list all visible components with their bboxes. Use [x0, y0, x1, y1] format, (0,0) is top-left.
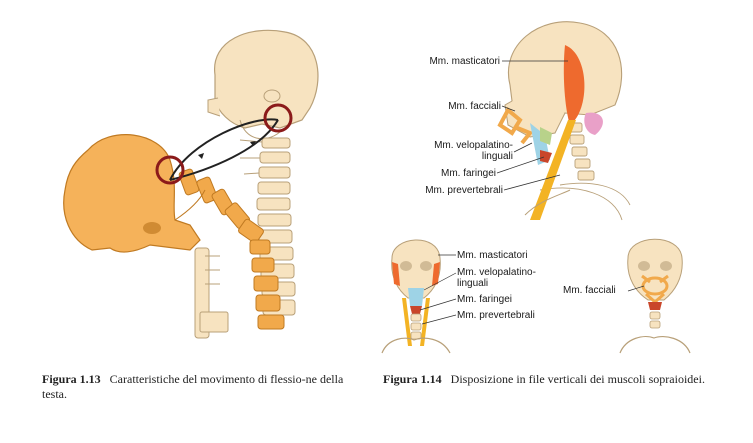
caption-figure-1-13: Figura 1.13 Caratteristiche del moviment… — [42, 372, 352, 402]
figure-1-14-text: Disposizione in file verticali dei musco… — [450, 372, 705, 386]
frontal-faringei — [410, 306, 422, 314]
masticatori-muscle — [563, 45, 585, 125]
motion-path — [155, 103, 293, 185]
figure-1-14-lateral-view — [496, 21, 631, 221]
label-frontal-faringei: Mm. faringei — [457, 294, 513, 305]
hyoid-region — [194, 247, 229, 339]
facial-leader-line — [627, 285, 645, 292]
label-lateral-faringei: Mm. faringei — [440, 168, 496, 179]
lateral-leader-lines — [496, 60, 568, 191]
frontal-shoulders — [381, 337, 451, 354]
frontal-masticatori-left — [392, 262, 400, 286]
label-facial-facciali: Mm. facciali — [563, 285, 616, 296]
facial-skull — [627, 238, 683, 301]
label-frontal-velopalatino-line1: Mm. velopalatino- — [457, 267, 536, 278]
label-frontal-velopalatino-line2: linguali — [457, 278, 489, 289]
caption-figure-1-14: Figura 1.14 Disposizione in file vertica… — [383, 372, 713, 387]
facciali-muscles — [497, 106, 534, 145]
faringei-muscles — [540, 150, 552, 163]
facial-shoulders — [619, 335, 691, 354]
figure-1-14-facial-view — [619, 238, 691, 354]
label-frontal-masticatori: Mm. masticatori — [457, 250, 528, 261]
rotation-center-flexed — [155, 155, 185, 185]
figure-1-14-frontal-view — [381, 239, 457, 354]
rotation-center-upright — [263, 103, 293, 133]
frontal-spine — [410, 313, 422, 340]
frontal-velopalatino — [408, 288, 424, 306]
prevertebrali-muscle — [530, 120, 576, 220]
flexed-skull — [63, 134, 206, 253]
frontal-prevertebrali — [402, 298, 430, 346]
upright-skull — [207, 29, 319, 140]
facial-spine — [649, 311, 661, 329]
figure-1-14-number: Figura 1.14 — [383, 372, 442, 386]
pink-muscles — [584, 112, 603, 135]
green-muscles — [540, 127, 552, 145]
label-lateral-velopalatino-line2: linguali — [481, 151, 513, 162]
label-lateral-masticatori: Mm. masticatori — [429, 56, 500, 67]
label-lateral-velopalatino-line1: Mm. velopalatino- — [434, 140, 513, 151]
frontal-leader-lines — [419, 254, 457, 325]
shoulder-outline — [524, 189, 571, 216]
label-lateral-prevertebrali: Mm. prevertebrali — [425, 185, 503, 196]
facial-faringei — [648, 302, 662, 310]
figure-1-13-text: Caratteristiche del movimento di flessio… — [42, 372, 344, 401]
frontal-masticatori-right — [432, 262, 440, 286]
label-lateral-facciali: Mm. facciali — [448, 101, 501, 112]
label-frontal-prevertebrali: Mm. prevertebrali — [457, 310, 535, 321]
figure-1-13-number: Figura 1.13 — [42, 372, 101, 386]
figure-1-13-illustration — [63, 29, 319, 339]
